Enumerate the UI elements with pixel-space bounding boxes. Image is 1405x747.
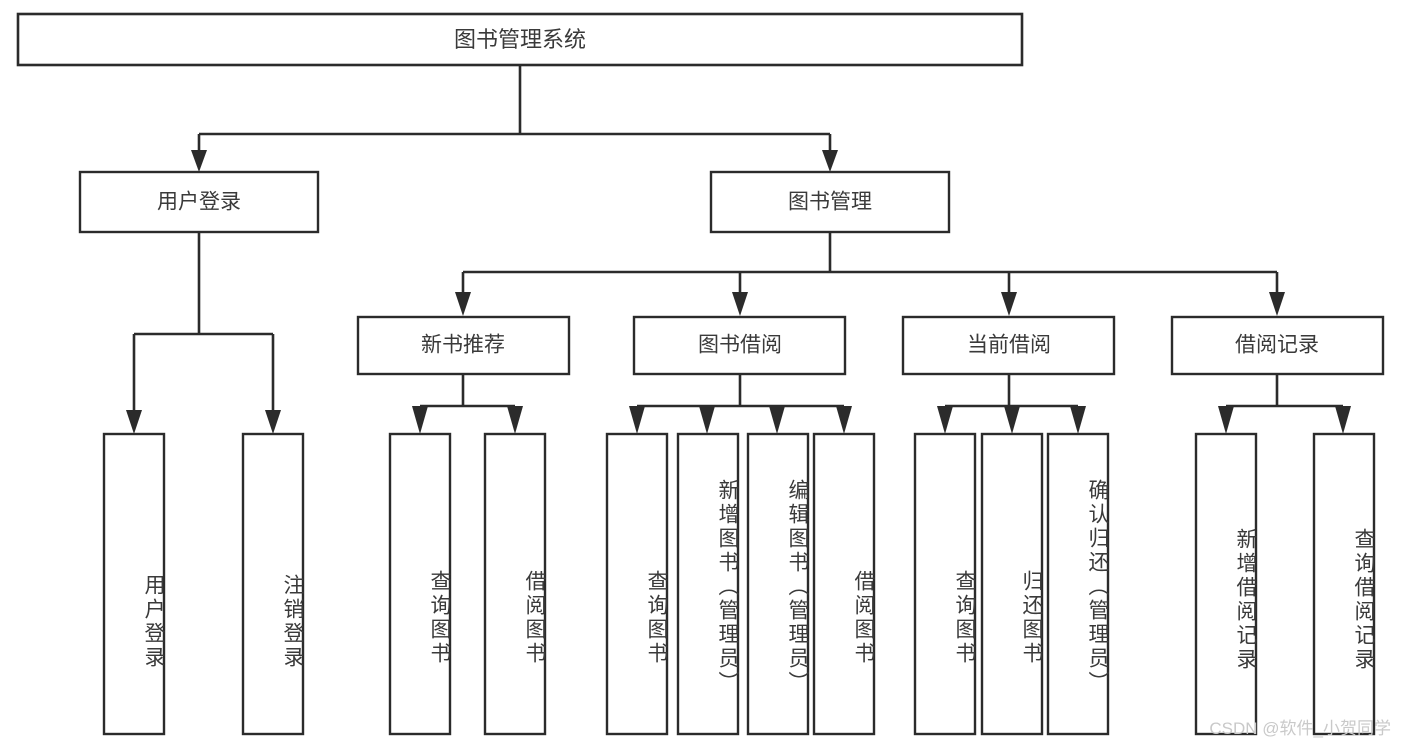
node-book-borrow[interactable]: 图书借阅 (632, 315, 847, 376)
node-new-book-recommend[interactable]: 新书推荐 (356, 315, 571, 376)
arrow-head-book-borrow-l4 (836, 406, 852, 434)
arrow-head-book-mgmt (822, 150, 838, 172)
leaf-group-new-book-recommend (388, 432, 547, 736)
leaf-box-confirm-return-admin[interactable] (1046, 432, 1110, 736)
node-user-login-label: 用户登录 (157, 191, 241, 214)
arrow-head-borrow-record-l2 (1335, 406, 1351, 434)
connector-group-new-book (412, 375, 523, 434)
node-new-book-recommend-label: 新书推荐 (421, 334, 505, 357)
arrow-head-book-borrow (732, 292, 748, 316)
node-book-management-box[interactable] (709, 170, 951, 234)
arrow-head-book-borrow-l3 (769, 406, 785, 434)
leaf-group-book-borrow (605, 432, 876, 736)
node-borrow-record-label: 借阅记录 (1235, 334, 1319, 357)
arrow-head-current-borrow (1001, 292, 1017, 316)
leaf-box-borrow-book-2[interactable] (812, 432, 876, 736)
node-borrow-record-box[interactable] (1170, 315, 1385, 376)
node-book-borrow-label: 图书借阅 (698, 334, 782, 357)
arrow-head-leaf-logout (265, 410, 281, 434)
leaf-group-user-login (102, 432, 305, 736)
connector-group-borrow-record (1218, 375, 1351, 434)
leaf-box-query-book-1[interactable] (388, 432, 452, 736)
node-user-login[interactable]: 用户登录 (78, 170, 320, 234)
arrow-head-new-book-l1 (412, 406, 428, 434)
arrow-head-leaf-user-login (126, 410, 142, 434)
leaf-box-query-book-2[interactable] (605, 432, 669, 736)
node-book-management[interactable]: 图书管理 (709, 170, 951, 234)
csdn-watermark: CSDN @软件_小贺同学 (1209, 719, 1391, 738)
arrow-head-user-login (191, 150, 207, 172)
leaf-box-add-borrow-record[interactable] (1194, 432, 1258, 736)
arrow-head-book-borrow-l2 (699, 406, 715, 434)
node-book-borrow-box[interactable] (632, 315, 847, 376)
arrow-head-borrow-record-l1 (1218, 406, 1234, 434)
leaf-box-query-borrow-record[interactable] (1312, 432, 1376, 736)
connector-group-root (191, 65, 838, 172)
node-new-book-recommend-box[interactable] (356, 315, 571, 376)
leaf-box-borrow-book-1[interactable] (483, 432, 547, 736)
leaf-box-logout[interactable] (241, 432, 305, 736)
connector-group-current-borrow (937, 375, 1086, 434)
arrow-head-current-borrow-l3 (1070, 406, 1086, 434)
node-book-management-label: 图书管理 (788, 191, 872, 214)
leaf-box-edit-book-admin[interactable] (746, 432, 810, 736)
node-borrow-record[interactable]: 借阅记录 (1170, 315, 1385, 376)
node-user-login-box[interactable] (78, 170, 320, 234)
arrow-head-current-borrow-l1 (937, 406, 953, 434)
arrow-head-book-borrow-l1 (629, 406, 645, 434)
leaf-box-query-book-3[interactable] (913, 432, 977, 736)
connector-group-book-mgmt (455, 232, 1285, 316)
node-root[interactable]: 图书管理系统 (16, 12, 1024, 67)
leaf-box-return-book[interactable] (980, 432, 1044, 736)
node-root-box[interactable] (16, 12, 1024, 67)
connector-group-user-login (126, 232, 281, 434)
arrow-head-new-book-l2 (507, 406, 523, 434)
arrow-head-new-book (455, 292, 471, 316)
leaf-box-add-book-admin[interactable] (676, 432, 740, 736)
node-current-borrow-box[interactable] (901, 315, 1116, 376)
connector-group-book-borrow (629, 375, 852, 434)
arrow-head-current-borrow-l2 (1004, 406, 1020, 434)
node-current-borrow[interactable]: 当前借阅 (901, 315, 1116, 376)
node-current-borrow-label: 当前借阅 (967, 334, 1051, 357)
node-root-label: 图书管理系统 (454, 27, 586, 52)
leaf-box-user-login[interactable] (102, 432, 166, 736)
leaf-group-borrow-record (1194, 432, 1376, 736)
arrow-head-borrow-record (1269, 292, 1285, 316)
leaf-group-current-borrow (913, 432, 1110, 736)
